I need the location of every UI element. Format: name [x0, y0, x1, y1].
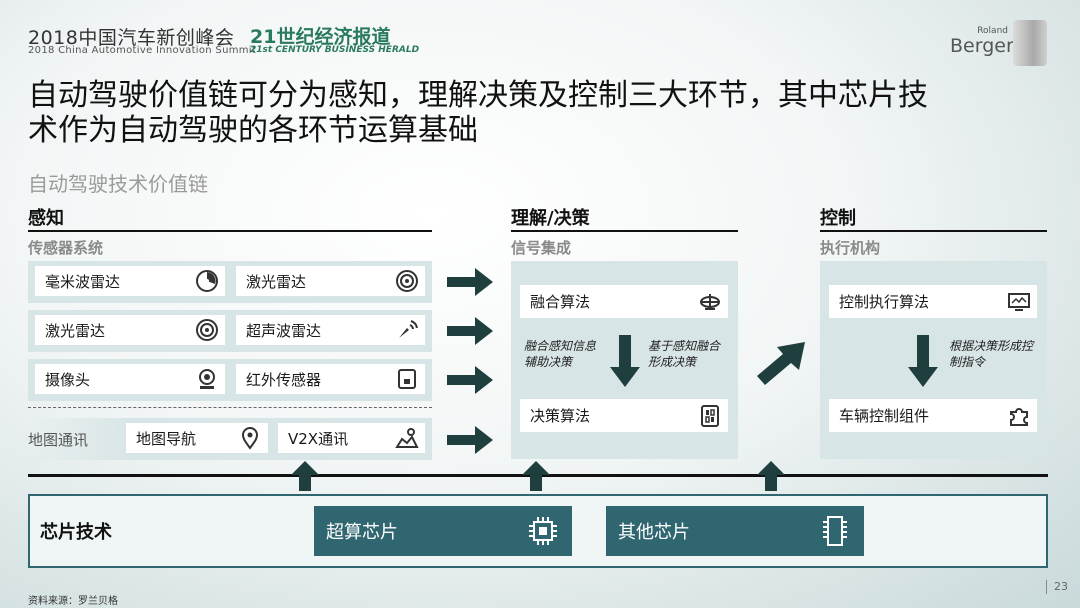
- vehicle-control-label: 车辆控制组件: [839, 407, 930, 425]
- arrow-up-icon: [522, 461, 550, 491]
- perception-subtitle: 传感器系统: [28, 239, 104, 257]
- herald-subtitle: 21st CENTURY BUSINESS HERALD: [250, 45, 420, 55]
- sensor-item: 激光雷达: [35, 315, 225, 345]
- brand-small: Roland: [977, 26, 1008, 36]
- event-title: 2018中国汽车新创峰会: [28, 27, 235, 49]
- binary-data-icon: [701, 404, 719, 427]
- map-item-label: V2X通讯: [288, 429, 349, 448]
- headline-line-2: 术作为自动驾驶的各环节运算基础: [28, 113, 478, 148]
- sensor-item: 毫米波雷达: [35, 266, 225, 296]
- map-pin-icon: [241, 427, 259, 450]
- control-algo-label: 控制执行算法: [839, 293, 930, 311]
- decision-label: 决策算法: [530, 407, 591, 425]
- decision-note-left: 融合感知信息辅助决策: [524, 339, 597, 369]
- sensor-item: 激光雷达: [236, 266, 425, 296]
- ultrasonic-icon: [399, 320, 418, 338]
- sensor-item-label: 摄像头: [45, 370, 91, 389]
- perception-title-line: [28, 230, 432, 232]
- decision-subtitle: 信号集成: [511, 239, 572, 257]
- footer-divider: [1046, 580, 1047, 594]
- control-algorithm-box: 控制执行算法: [829, 285, 1037, 318]
- decision-title: 理解/决策: [511, 208, 590, 229]
- chip-title: 芯片技术: [40, 522, 112, 543]
- supercomputing-chip-box: 超算芯片: [314, 506, 572, 556]
- arrow-up-icon: [757, 461, 785, 491]
- fusion-algorithm-box: 融合算法: [520, 285, 728, 318]
- perception-title: 感知: [28, 208, 64, 229]
- arrow-diagonal-icon: [757, 342, 805, 385]
- arrow-right-icon: [447, 366, 493, 394]
- arrow-down-icon: [908, 335, 938, 387]
- sensor-item-label: 毫米波雷达: [45, 272, 121, 291]
- cpu-chip-icon: [529, 517, 557, 545]
- infrared-icon: [398, 369, 416, 389]
- sensor-item-label: 超声波雷达: [246, 321, 322, 340]
- arrow-up-icon: [291, 461, 319, 491]
- headline: 自动驾驶价值链可分为感知，理解决策及控制三大环节，其中芯片技 术作为自动驾驶的各…: [28, 78, 1048, 148]
- headline-line-1: 自动驾驶价值链可分为感知，理解决策及控制三大环节，其中芯片技: [28, 78, 928, 113]
- sensor-item: 红外传感器: [236, 364, 425, 394]
- brand-logo-icon: [1013, 20, 1047, 66]
- puzzle-icon: [1010, 407, 1028, 426]
- arrow-right-icon: [447, 426, 493, 454]
- arrow-down-icon: [610, 335, 640, 387]
- decision-note-right: 基于感知融合形成决策: [648, 339, 721, 369]
- arrow-right-icon: [447, 317, 493, 345]
- camera-icon: [199, 369, 215, 389]
- sensor-item: 超声波雷达: [236, 315, 425, 345]
- map-item-label: 地图导航: [136, 429, 197, 448]
- vehicle-control-box: 车辆控制组件: [829, 399, 1037, 432]
- lidar-icon: [396, 270, 418, 292]
- control-subtitle: 执行机构: [820, 239, 881, 257]
- monitor-icon: [1008, 292, 1030, 311]
- control-note: 根据决策形成控制指令: [949, 339, 1034, 369]
- memory-chip-icon: [823, 516, 847, 546]
- herald-title: 21世纪经济报道: [250, 26, 391, 48]
- sensor-item-label: 激光雷达: [45, 321, 106, 340]
- other-chip-label: 其他芯片: [618, 522, 690, 543]
- decision-title-line: [511, 230, 738, 232]
- perception-divider: [28, 407, 432, 408]
- map-item: V2X通讯: [278, 423, 425, 453]
- map-label: 地图通讯: [28, 431, 89, 449]
- arrow-right-icon: [447, 268, 493, 296]
- event-subtitle: 2018 China Automotive Innovation Summit: [28, 45, 257, 56]
- fusion-icon: [700, 293, 720, 310]
- sensor-item-label: 红外传感器: [246, 370, 322, 389]
- fusion-label: 融合算法: [530, 293, 591, 311]
- sensor-item-label: 激光雷达: [246, 272, 307, 291]
- brand-big: Berger: [950, 35, 1014, 57]
- radar-icon: [196, 270, 218, 292]
- sensor-item: 摄像头: [35, 364, 225, 394]
- diagram-subtitle: 自动驾驶技术价值链: [28, 172, 208, 196]
- other-chip-box: 其他芯片: [606, 506, 864, 556]
- control-title: 控制: [820, 208, 856, 229]
- map-item: 地图导航: [126, 423, 268, 453]
- control-title-line: [820, 230, 1047, 232]
- decision-algorithm-box: 决策算法: [520, 399, 728, 432]
- footer-source: 资料来源：罗兰贝格: [28, 596, 118, 607]
- lidar-icon: [196, 319, 218, 341]
- page-number: 23: [1054, 580, 1068, 593]
- map-route-icon: [395, 428, 419, 448]
- supercomputing-chip-label: 超算芯片: [326, 522, 398, 543]
